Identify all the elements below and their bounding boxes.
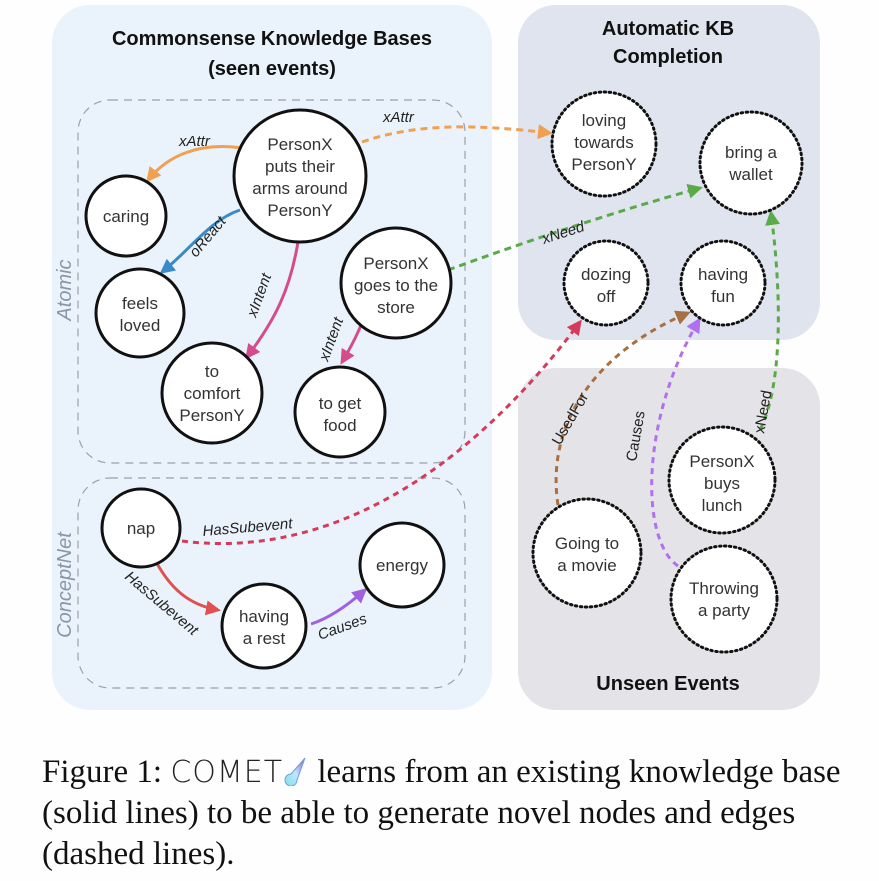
edge-hassubevent-solid [151,555,221,616]
svg-text:loved: loved [120,316,161,335]
svg-text:bring a: bring a [725,143,778,162]
svg-text:PersonY: PersonY [267,201,332,220]
svg-text:arms around: arms around [252,179,347,198]
atomic-group-box [77,99,466,464]
svg-text:PersonX: PersonX [267,135,332,154]
svg-text:energy: energy [376,556,428,575]
svg-text:feels: feels [122,294,158,313]
edge-hassubevent-dashed [181,319,582,546]
completion-panel-subtitle: Completion [613,46,723,68]
node-throwing-a-party: Throwing a party [669,544,779,654]
node-dozing-off: dozing off [562,239,650,327]
svg-text:store: store [377,298,415,317]
svg-text:PersonY: PersonY [571,155,636,174]
node-energy: energy [358,521,446,609]
svg-text:Throwing: Throwing [689,579,759,598]
edge-xneed-dashed-1 [447,183,703,272]
conceptnet-group-box [77,477,466,689]
node-nap: nap [100,487,182,569]
node-goes-to-store: PersonX goes to the store [339,226,453,340]
svg-text:PersonX: PersonX [363,254,428,273]
svg-text:PersonY: PersonY [179,406,244,425]
kb-panel-subtitle: (seen events) [208,58,336,80]
caption-prefix: Figure 1: [42,754,171,790]
edge-xintent-2 [340,324,363,365]
kb-panel-title: Commonsense Knowledge Bases [112,28,432,50]
figure-caption: Figure 1: COMET learns from an existing … [42,752,852,875]
svg-text:a party: a party [698,601,750,620]
atomic-group-label: Atomic [54,259,76,321]
edge-xattr-solid [146,145,243,183]
completion-panel-title: Automatic KB [602,18,734,40]
svg-text:caring: caring [103,207,149,226]
unseen-panel-title: Unseen Events [596,673,739,695]
node-going-to-a-movie: Going to a movie [531,497,643,609]
svg-text:food: food [323,416,356,435]
edge-xneed-dashed-2 [758,210,781,431]
svg-text:comfort: comfort [184,384,241,403]
model-name: COMET [170,755,284,790]
comet-icon [283,756,309,787]
conceptnet-group-label: ConceptNet [54,531,76,638]
edge-label-xattr-solid: xAttr [178,133,211,150]
edge-xintent-1 [245,241,300,360]
edge-causes-dashed [650,317,701,568]
svg-text:Going to: Going to [555,534,619,553]
node-feels-loved: feels loved [94,267,186,359]
edge-label-xattr-dashed: xAttr [382,109,415,126]
svg-text:puts their: puts their [265,157,335,176]
svg-text:to: to [205,362,219,381]
svg-text:having: having [239,607,289,626]
node-bring-a-wallet: bring a wallet [698,110,804,216]
caption-text: learns from an existing knowledge base (… [42,754,841,872]
svg-text:PersonX: PersonX [689,452,754,471]
node-having-a-rest: having a rest [220,582,308,670]
node-to-get-food: to get food [293,365,387,459]
svg-text:a movie: a movie [557,556,617,575]
svg-text:fun: fun [711,287,735,306]
svg-text:loving: loving [582,111,626,130]
edge-causes-solid [310,588,368,626]
node-caring: caring [84,174,168,258]
edge-oreact [159,208,241,274]
node-to-comfort: to comfort PersonY [160,341,264,445]
svg-text:a rest: a rest [243,629,286,648]
svg-text:goes to the: goes to the [354,276,438,295]
svg-text:towards: towards [574,133,634,152]
svg-text:wallet: wallet [728,165,773,184]
svg-text:nap: nap [127,519,155,538]
svg-text:having: having [698,265,748,284]
svg-text:buys: buys [704,474,740,493]
comet-figure: Commonsense Knowledge Bases (seen events… [52,5,820,710]
svg-text:to get: to get [319,394,362,413]
node-puts-arms-around: PersonX puts their arms around PersonY [232,108,368,244]
svg-text:lunch: lunch [702,496,743,515]
svg-text:off: off [597,287,616,306]
svg-text:dozing: dozing [581,265,631,284]
node-loving-towards: loving towards PersonY [550,90,658,198]
node-buys-lunch: PersonX buys lunch [667,425,777,535]
node-having-fun: having fun [679,239,767,327]
